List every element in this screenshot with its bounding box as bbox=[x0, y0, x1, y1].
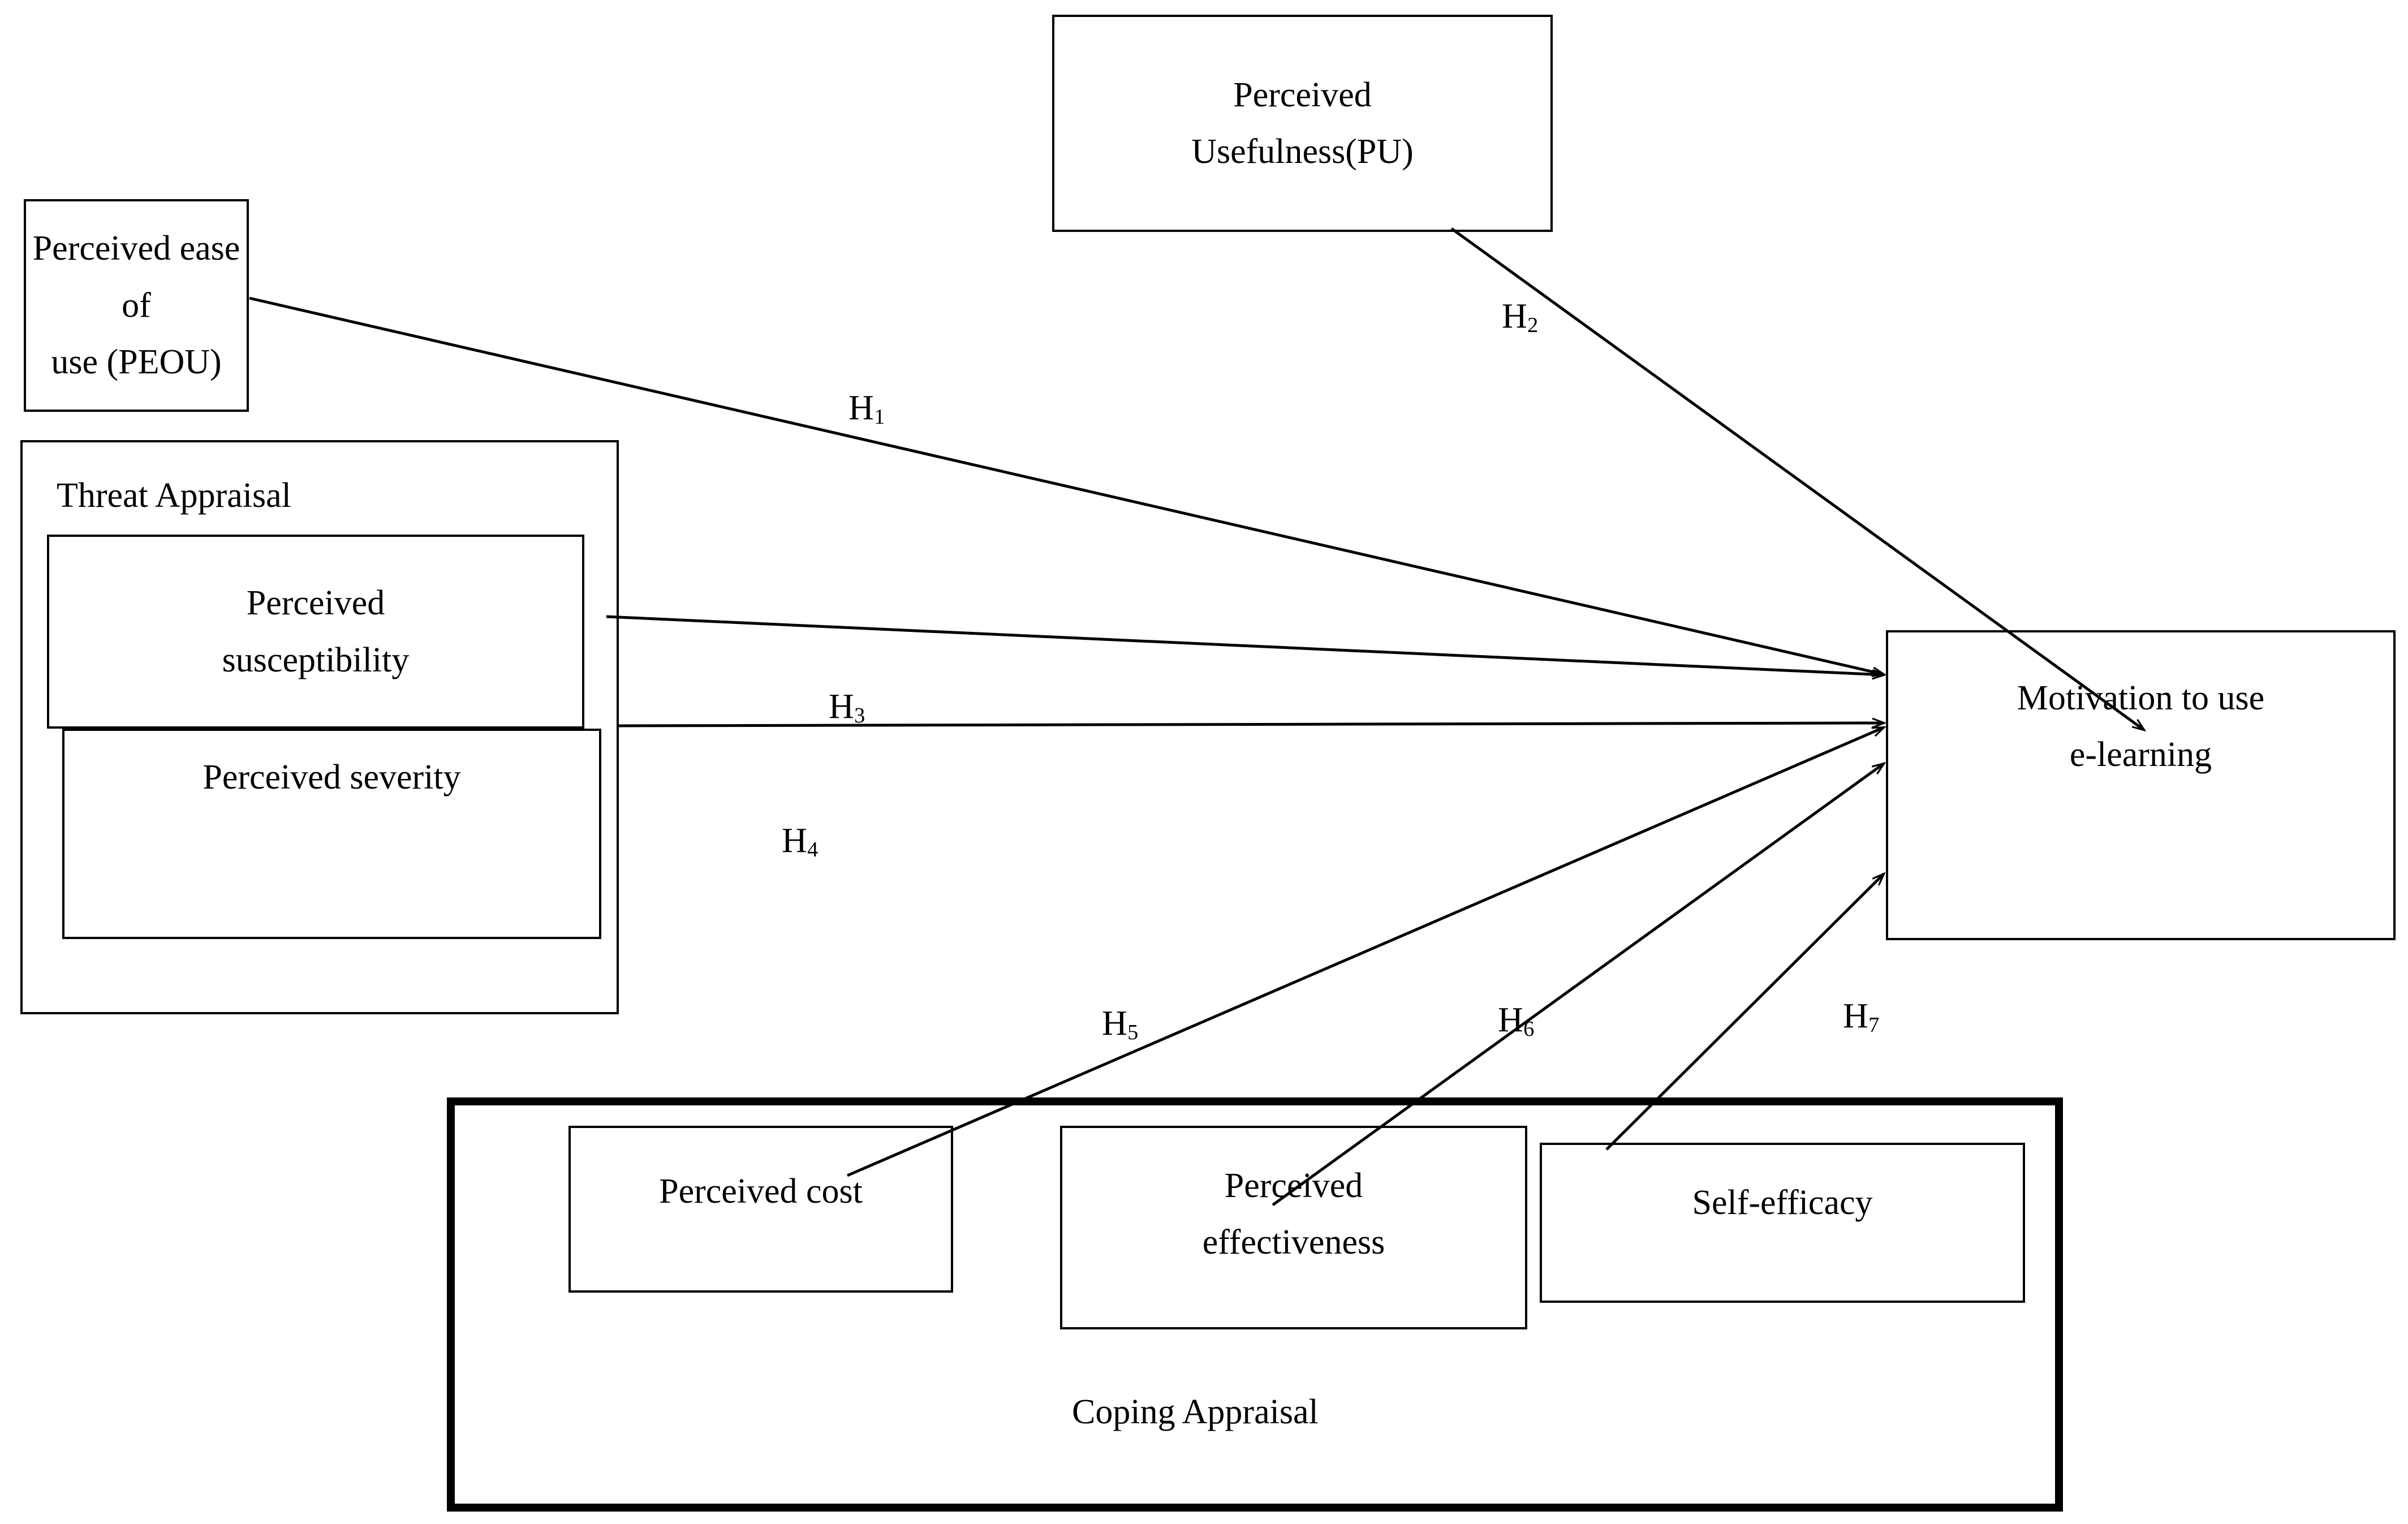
node-perceived-severity[interactable]: Perceived severity bbox=[62, 729, 601, 939]
group-threat-appraisal-title: Threat Appraisal bbox=[57, 476, 291, 515]
arrow-h3 bbox=[606, 615, 1884, 675]
hypothesis-label-h5: H5 bbox=[1102, 1004, 1139, 1045]
node-self-efficacy-label: Self-efficacy bbox=[1692, 1183, 1873, 1222]
hypothesis-label-h6: H6 bbox=[1498, 1001, 1535, 1041]
node-perceived-cost[interactable]: Perceived cost bbox=[568, 1126, 953, 1293]
arrow-h4 bbox=[618, 723, 1884, 726]
node-severity-label: Perceived severity bbox=[203, 758, 461, 797]
hypothesis-label-h7: H7 bbox=[1843, 997, 1880, 1037]
hypothesis-label-h4: H4 bbox=[782, 821, 819, 862]
node-self-efficacy[interactable]: Self-efficacy bbox=[1540, 1143, 2025, 1303]
hypothesis-label-h3: H3 bbox=[829, 687, 865, 728]
group-coping-appraisal-title: Coping Appraisal bbox=[1072, 1393, 1319, 1431]
hypothesis-label-h1: H1 bbox=[848, 389, 885, 429]
hypothesis-label-h2: H2 bbox=[1502, 297, 1539, 338]
node-cost-label: Perceived cost bbox=[659, 1172, 863, 1211]
